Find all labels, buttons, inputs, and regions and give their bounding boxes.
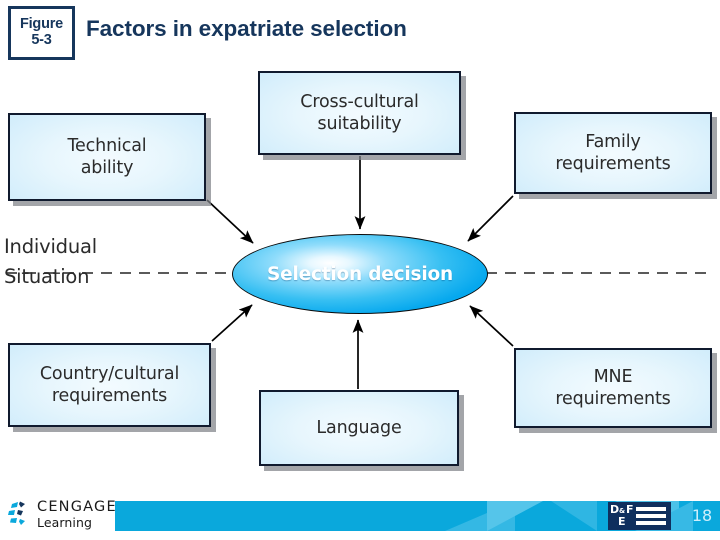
arrow-mne-to-center — [469, 305, 514, 347]
arrow-technical-to-center — [206, 199, 254, 244]
individual-situation-label: Individual Situation — [4, 232, 97, 292]
page-title: Factors in expatriate selection — [86, 16, 407, 41]
cengage-learning-logo: CENGAGE Learning — [6, 498, 117, 532]
factor-box-cross-cultural-suitability[interactable]: Cross-cultural suitability — [258, 71, 461, 155]
arrow-country-to-center — [211, 304, 253, 342]
page-number: 18 — [691, 506, 713, 525]
slide-footer: D & F E 18 — [0, 490, 720, 540]
publisher-letter-f: F — [626, 503, 634, 516]
factor-box-language[interactable]: Language — [259, 390, 459, 466]
factor-label-line1: Country/cultural — [39, 363, 180, 384]
factor-label-line1: Language — [316, 417, 402, 438]
footer-facet — [551, 501, 597, 531]
publisher-letter-e: E — [618, 515, 626, 528]
publisher-lines-icon — [636, 507, 666, 525]
factor-box-country-cultural-requirements[interactable]: Country/cultural requirements — [8, 343, 211, 427]
figure-label-line2: 5-3 — [31, 32, 52, 48]
factor-box-technical-ability[interactable]: Technical ability — [8, 113, 206, 201]
publisher-letter-amp: & — [619, 507, 626, 515]
factor-box-mne-requirements[interactable]: MNE requirements — [514, 348, 712, 428]
cengage-swirl-icon — [8, 501, 25, 525]
footer-facet — [487, 501, 543, 531]
factor-label-line1: MNE — [593, 366, 633, 387]
factor-label-line2: requirements — [555, 389, 671, 409]
publisher-letter-d: D — [610, 503, 620, 516]
arrow-family-to-center — [467, 195, 514, 242]
publisher-badge-icon: D & F E — [608, 502, 671, 530]
cengage-logo-top: CENGAGE — [37, 499, 117, 515]
figure-label-line1: Figure — [19, 16, 64, 33]
factor-label-line2: requirements — [51, 386, 168, 406]
individual-situation-line1: Individual — [4, 235, 97, 258]
cengage-logo-bottom: Learning — [37, 514, 93, 530]
publisher-line — [636, 521, 666, 525]
arrow-connectors — [6, 156, 714, 389]
footer-color-bar: D & F E 18 — [115, 501, 720, 531]
publisher-line — [636, 507, 666, 511]
factor-label-line2: requirements — [555, 154, 671, 174]
factor-label-line1: Cross-cultural — [300, 91, 419, 112]
factor-box-family-requirements[interactable]: Family requirements — [514, 112, 712, 194]
publisher-line — [636, 514, 666, 518]
factor-label-line1: Family — [585, 131, 641, 152]
selection-decision-label: Selection decision — [267, 263, 453, 285]
publisher-monogram: D & F E — [608, 502, 636, 530]
factor-label-line2: suitability — [317, 114, 402, 134]
individual-situation-line2: Situation — [4, 265, 90, 289]
selection-decision-node[interactable]: Selection decision — [232, 234, 488, 314]
figure-number-badge: Figure 5-3 — [8, 6, 75, 60]
diagram-area: Technical ability Cross-cultural suitabi… — [4, 71, 714, 466]
factor-label-line1: Technical — [67, 135, 147, 156]
factor-label-line2: ability — [80, 158, 134, 178]
cengage-wordmark: CENGAGE Learning — [37, 500, 117, 529]
